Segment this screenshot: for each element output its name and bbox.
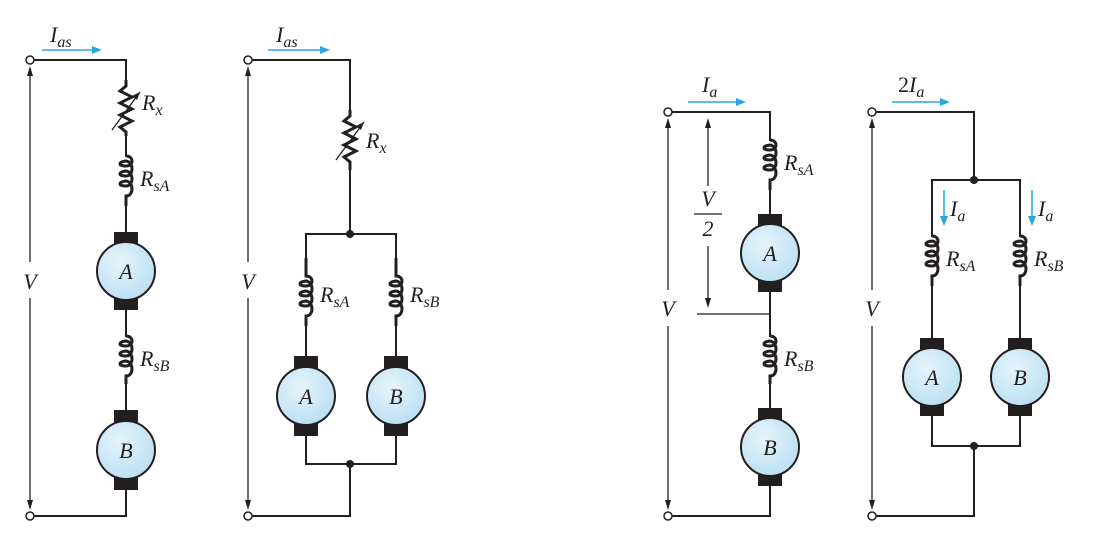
fig2-parallel-circuit: Ias Rx RsA RsB A B V — [241, 22, 440, 521]
fig3-field-a-label: RsA — [783, 150, 814, 179]
fig4-current-arrow — [892, 98, 950, 106]
fig4-bottom-terminal — [867, 511, 877, 521]
fig2-bottom-terminal — [243, 511, 253, 521]
fig1-top-terminal — [25, 55, 35, 65]
fig4-branch-b-current-arrow — [1028, 190, 1036, 226]
fig1-motor-a-label: A — [117, 259, 133, 284]
fig3-half-voltage-arrow — [694, 118, 770, 315]
fig3-field-winding-a — [762, 138, 778, 190]
fig1-motor-b — [96, 410, 156, 490]
fig2-wires — [247, 59, 397, 517]
fig4-wires — [871, 111, 1021, 517]
fig4-branch-a-current-arrow — [940, 190, 948, 226]
fig1-motor-b-label: B — [119, 438, 132, 463]
fig1-wires — [29, 59, 127, 517]
fig2-voltage-arrow — [245, 66, 251, 510]
fig2-field-b-label: RsB — [409, 282, 440, 311]
fig3-motor-a-label: A — [761, 241, 777, 266]
fig1-voltage-arrow — [27, 66, 33, 510]
fig1-current-label: Ias — [49, 22, 72, 51]
fig4-voltage-arrow — [869, 118, 875, 510]
fig2-current-label: Ias — [275, 22, 298, 51]
fig3-motor-b-label: B — [763, 435, 776, 460]
fig1-current-arrow — [42, 46, 102, 54]
fig1-bottom-terminal — [25, 511, 35, 521]
fig2-bottom-junction — [346, 460, 354, 468]
fig4-field-winding-a — [924, 234, 940, 286]
fig3-field-b-label: RsB — [783, 346, 814, 375]
fig1-field-a-label: RsA — [139, 166, 170, 195]
fig4-bottom-junction — [970, 442, 978, 450]
fig4-top-terminal — [867, 107, 877, 117]
fig3-half-voltage-numerator: V — [701, 186, 717, 211]
fig4-field-b-label: RsB — [1033, 246, 1064, 275]
fig3-motor-b — [740, 408, 800, 486]
fig2-field-winding-b — [388, 258, 404, 326]
fig3-current-label: Ia — [701, 72, 717, 101]
fig1-motor-a — [96, 232, 156, 310]
fig1-field-b-label: RsB — [139, 346, 170, 375]
fig1-rheostat-label: Rx — [141, 90, 163, 119]
fig2-motor-a-label: A — [297, 384, 313, 409]
fig4-motor-a — [902, 338, 962, 416]
fig2-field-winding-a — [298, 258, 314, 326]
fig4-motor-b-label: B — [1013, 365, 1026, 390]
fig4-current-label: 2Ia — [898, 72, 924, 101]
fig4-motor-b — [990, 338, 1050, 416]
fig3-bottom-terminal — [663, 511, 673, 521]
fig3-top-terminal — [663, 107, 673, 117]
fig4-top-junction — [970, 176, 978, 184]
fig1-field-winding-a — [118, 154, 134, 206]
fig3-series-circuit: Ia RsA RsB A B V V 2 — [661, 72, 814, 521]
fig1-field-winding-b — [118, 334, 134, 384]
fig3-field-winding-b — [762, 334, 778, 384]
fig2-motor-a — [276, 356, 336, 436]
fig2-rheostat — [335, 110, 365, 170]
fig1-voltage-label: V — [23, 269, 39, 294]
fig4-branch-b-current-label: Ia — [1037, 196, 1053, 225]
fig3-voltage-arrow — [665, 118, 671, 510]
fig2-top-terminal — [243, 55, 253, 65]
fig4-motor-a-label: A — [923, 365, 939, 390]
fig3-voltage-label: V — [661, 296, 677, 321]
fig1-series-circuit: Ias Rx RsA RsB A B V — [23, 22, 170, 521]
fig2-field-a-label: RsA — [319, 282, 350, 311]
fig4-voltage-label: V — [865, 296, 881, 321]
fig4-field-a-label: RsA — [945, 246, 976, 275]
fig2-motor-b-label: B — [389, 384, 402, 409]
fig4-field-winding-b — [1012, 234, 1028, 286]
fig2-motor-b — [366, 356, 426, 436]
fig2-voltage-label: V — [241, 269, 257, 294]
fig3-current-arrow — [688, 98, 746, 106]
fig3-half-voltage-denominator: 2 — [703, 216, 714, 241]
fig2-current-arrow — [268, 46, 330, 54]
fig3-motor-a — [740, 214, 800, 292]
fig4-branch-a-current-label: Ia — [949, 196, 965, 225]
fig4-parallel-circuit: 2Ia Ia Ia RsA RsB A B V — [865, 72, 1064, 521]
fig1-rheostat — [111, 80, 141, 136]
fig2-rheostat-label: Rx — [365, 128, 387, 157]
fig2-top-junction — [346, 230, 354, 238]
